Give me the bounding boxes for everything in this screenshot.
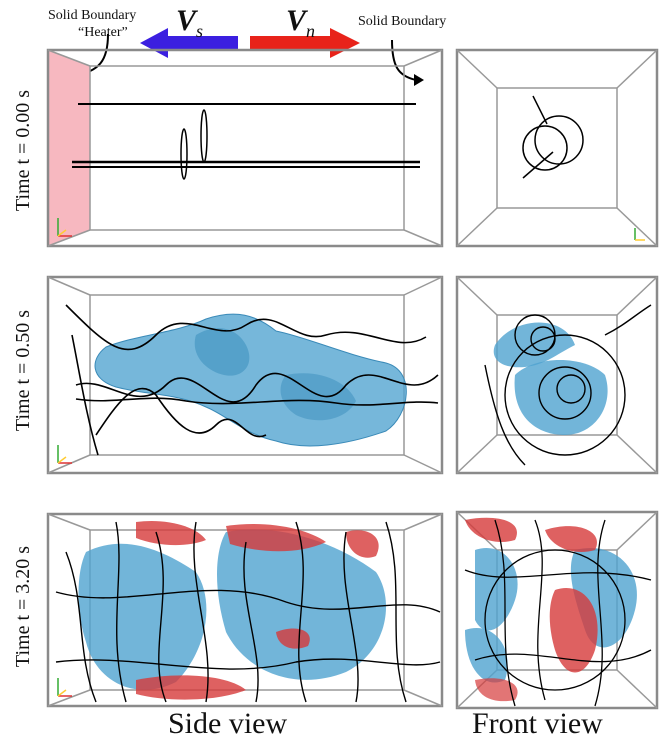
normal-blob (346, 530, 379, 558)
vortex-line (484, 304, 652, 466)
normal-blob (545, 526, 597, 552)
side-view-t050 (46, 275, 444, 475)
normal-blob (465, 517, 517, 542)
normal-blob (475, 678, 518, 702)
side-view-t320 (46, 512, 444, 708)
heater-label: “Heater” (78, 25, 128, 40)
front-view-t050 (455, 275, 659, 475)
right-boundary-arrow (391, 39, 417, 81)
axis-triad-icon (57, 445, 72, 464)
heater-wall (48, 50, 90, 246)
vortex-line (55, 521, 441, 703)
superfluid-blob (514, 360, 608, 435)
vortex-ring (534, 115, 584, 165)
time-label-row2: Time t = 0.50 s (12, 309, 35, 431)
vortex-line (65, 304, 439, 456)
side-view-t0 (46, 48, 444, 248)
axis-triad-icon (57, 678, 72, 697)
front-view-label: Front view (472, 707, 603, 740)
superfluid-blob (475, 548, 518, 631)
normal-blob (136, 520, 206, 546)
vortex-line (464, 519, 652, 707)
vortex-ring (200, 109, 208, 163)
axis-triad-icon (634, 228, 645, 241)
right-boundary-label: Solid Boundary (358, 14, 447, 29)
side-view-label: Side view (168, 707, 288, 740)
vs-symbol: Vs (176, 4, 204, 41)
superfluid-blob (465, 628, 508, 683)
superfluid-blob (78, 543, 207, 690)
vn-symbol: Vn (286, 4, 316, 41)
vortex-line (522, 151, 554, 179)
vortex-line (532, 95, 548, 125)
front-view-t320 (455, 510, 659, 710)
normal-blob (136, 675, 246, 700)
axis-triad-icon (57, 218, 72, 237)
time-label-row1: Time t = 0.00 s (12, 89, 35, 211)
front-view-t0 (455, 48, 659, 248)
vortex-ring (522, 125, 568, 171)
normal-blob (549, 588, 598, 673)
left-boundary-label: Solid Boundary (48, 8, 137, 23)
time-label-row3: Time t = 3.20 s (12, 545, 35, 667)
normal-blob (276, 628, 310, 649)
vortex-ring (180, 128, 188, 180)
